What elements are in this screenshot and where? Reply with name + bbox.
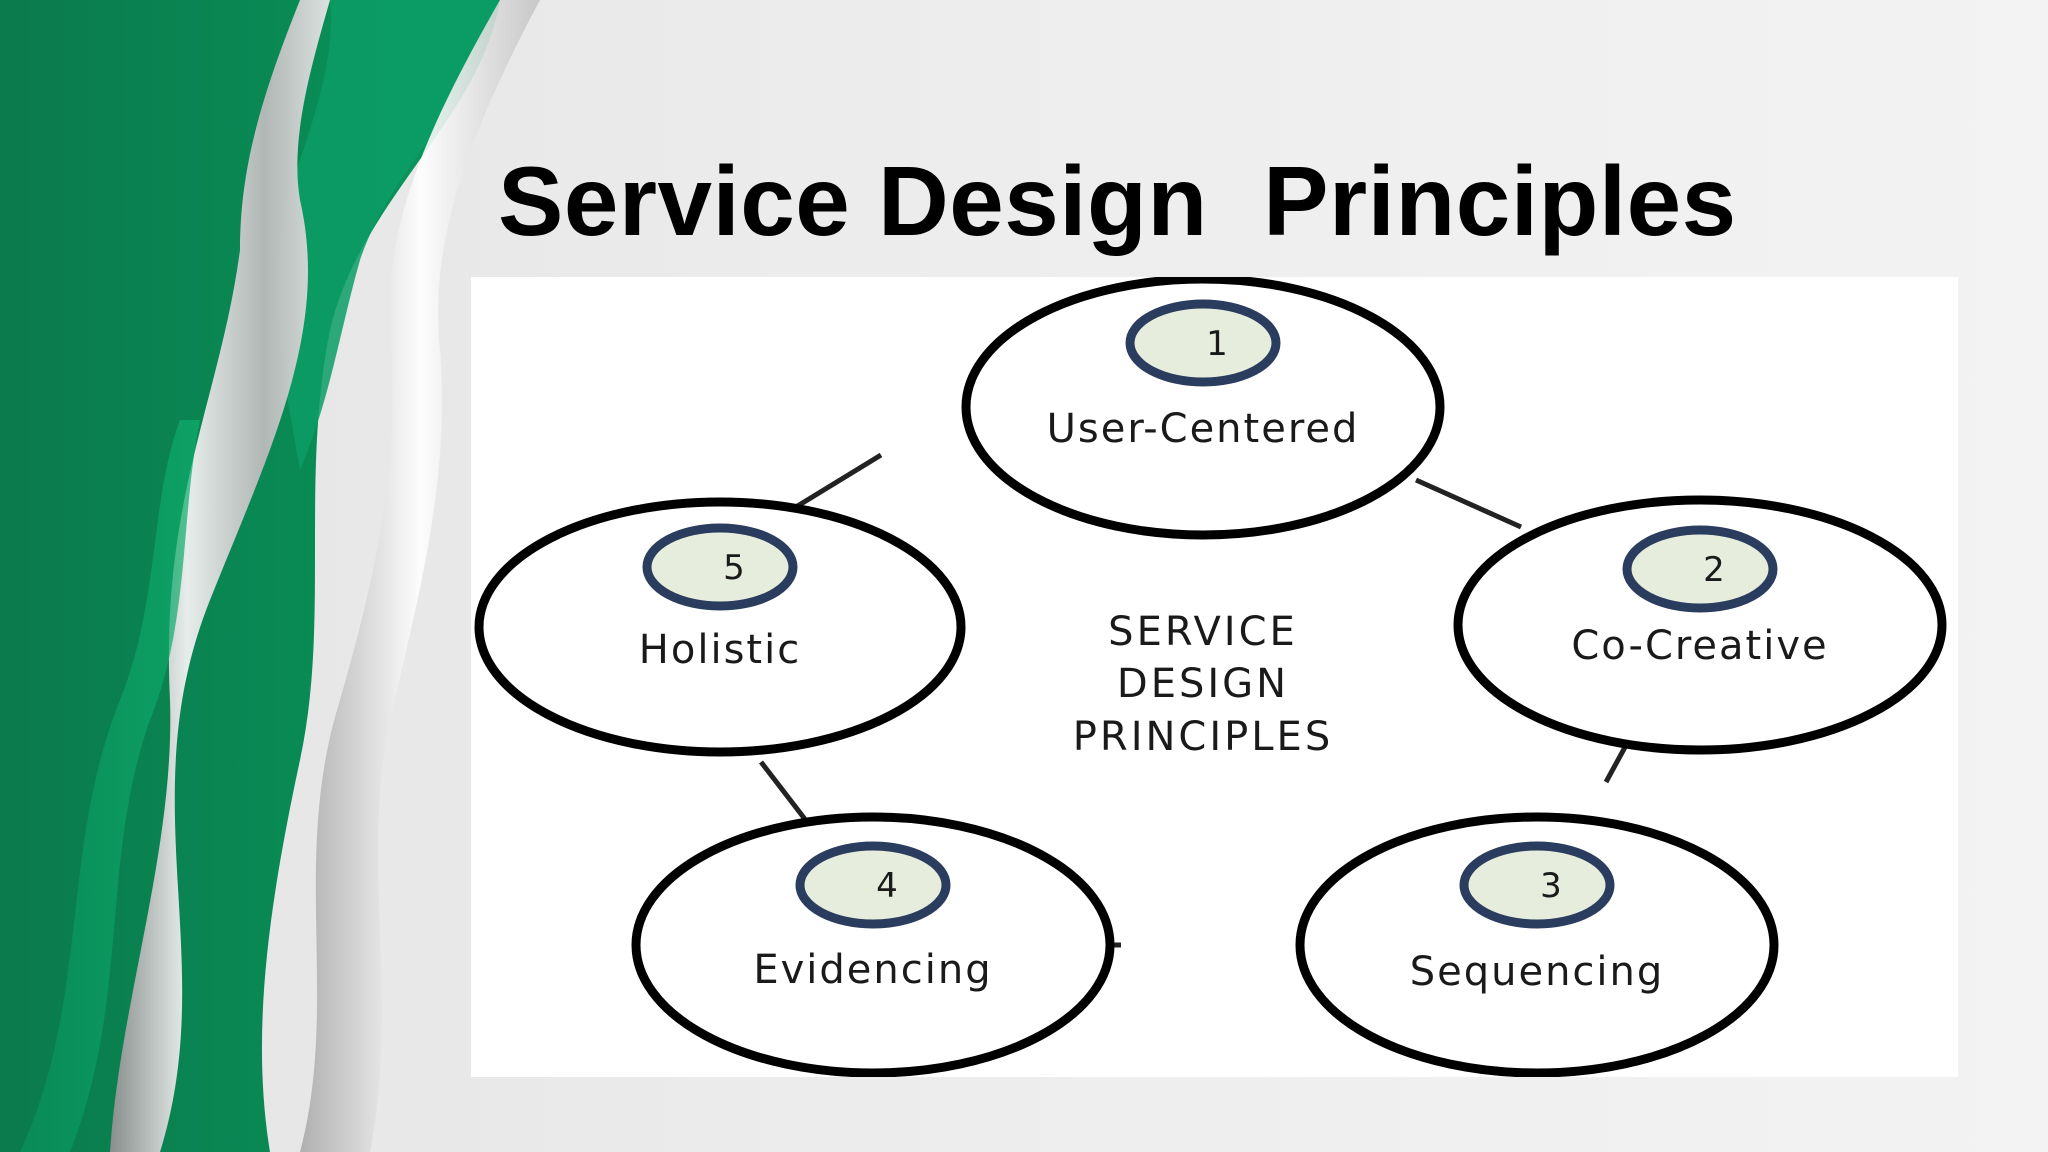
badge-5 [642,523,798,611]
node-label-co-creative: Co-Creative [1571,623,1828,669]
diagram-panel: 1 User-Centered 2 Co-Creative 3 Sequenci… [471,277,1958,1077]
node-evidencing: 4 Evidencing [631,812,1115,1077]
badge-number-4: 4 [876,866,898,906]
center-line-2: DESIGN [1117,661,1289,707]
connector-5-1 [789,452,883,513]
page-title: Service Design Principles [498,146,1737,256]
connector-4-5 [759,760,813,829]
connector-1-2 [1414,477,1523,530]
center-line-1: SERVICE [1108,609,1298,655]
node-holistic: 5 Holistic [474,497,966,757]
node-sequencing: 3 Sequencing [1295,812,1779,1077]
badge-number-3: 3 [1540,866,1562,906]
node-label-evidencing: Evidencing [753,947,992,993]
node-user-centered: 1 User-Centered [961,277,1445,540]
badge-4 [795,841,951,929]
node-label-sequencing: Sequencing [1410,949,1665,995]
badge-3 [1459,841,1615,929]
node-label-holistic: Holistic [639,627,801,673]
center-line-3: PRINCIPLES [1073,714,1333,760]
badge-2 [1622,525,1778,613]
badge-number-2: 2 [1703,550,1725,590]
badge-1 [1125,299,1281,387]
badge-number-5: 5 [723,548,745,588]
badge-number-1: 1 [1206,324,1228,364]
node-co-creative: 2 Co-Creative [1453,495,1947,755]
center-title: SERVICE DESIGN PRINCIPLES [1073,609,1333,760]
node-label-user-centered: User-Centered [1047,406,1360,452]
service-design-diagram: 1 User-Centered 2 Co-Creative 3 Sequenci… [474,277,1947,1077]
